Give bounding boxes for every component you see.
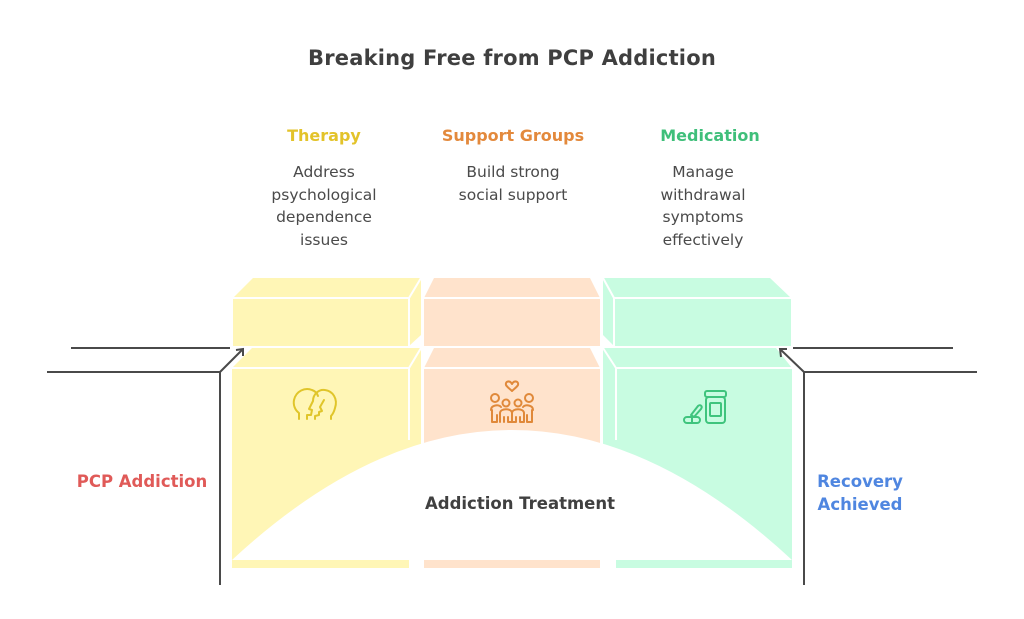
- medication-description-line: Manage: [672, 163, 734, 181]
- therapy-description: Address psychological dependence issues: [229, 161, 419, 251]
- support-groups-description: Build strong social support: [418, 161, 608, 206]
- therapy-upper-block: [233, 278, 421, 346]
- diagram-title: Breaking Free from PCP Addiction: [308, 46, 716, 70]
- medication-description-line: withdrawal: [660, 185, 746, 204]
- upper-blocks: [233, 278, 791, 346]
- therapy-description-line: dependence: [276, 208, 372, 226]
- therapy-description-line: Address: [293, 163, 355, 181]
- medication-description-line: effectively: [662, 230, 744, 249]
- medication-description-line: symptoms: [662, 208, 744, 226]
- lower-blocks: [232, 348, 792, 568]
- end-label: Recovery Achieved: [800, 470, 920, 516]
- therapy-heading: Therapy: [287, 126, 361, 145]
- medication-upper-block: [603, 278, 791, 346]
- therapy-lower-block: [232, 348, 421, 568]
- support-groups-lower-block: [424, 348, 600, 568]
- therapy-description-line: issues: [300, 230, 348, 249]
- support-groups-heading: Support Groups: [441, 126, 585, 145]
- medication-heading: Medication: [660, 126, 760, 145]
- medication-lower-block: [603, 348, 792, 568]
- support-groups-upper-block: [424, 278, 600, 346]
- medication-description: Manage withdrawal symptoms effectively: [608, 161, 798, 251]
- cliff-lines: [47, 347, 977, 585]
- right-cliff: [778, 347, 977, 585]
- pill-bottle-icon: [683, 390, 727, 424]
- support-groups-description-line: Build strong: [466, 163, 560, 181]
- upper-block-edges: [233, 277, 791, 346]
- two-heads-icon: [292, 388, 337, 420]
- therapy-description-line: psychological: [271, 185, 377, 204]
- lower-block-edges: [232, 347, 792, 440]
- end-label-line: Recovery: [817, 472, 903, 491]
- family-heart-icon: [490, 380, 534, 423]
- start-label: PCP Addiction: [76, 472, 208, 491]
- center-label: Addiction Treatment: [424, 494, 615, 513]
- left-cliff: [47, 347, 244, 585]
- end-label-line: Achieved: [817, 495, 903, 514]
- support-groups-description-line: social support: [458, 185, 568, 204]
